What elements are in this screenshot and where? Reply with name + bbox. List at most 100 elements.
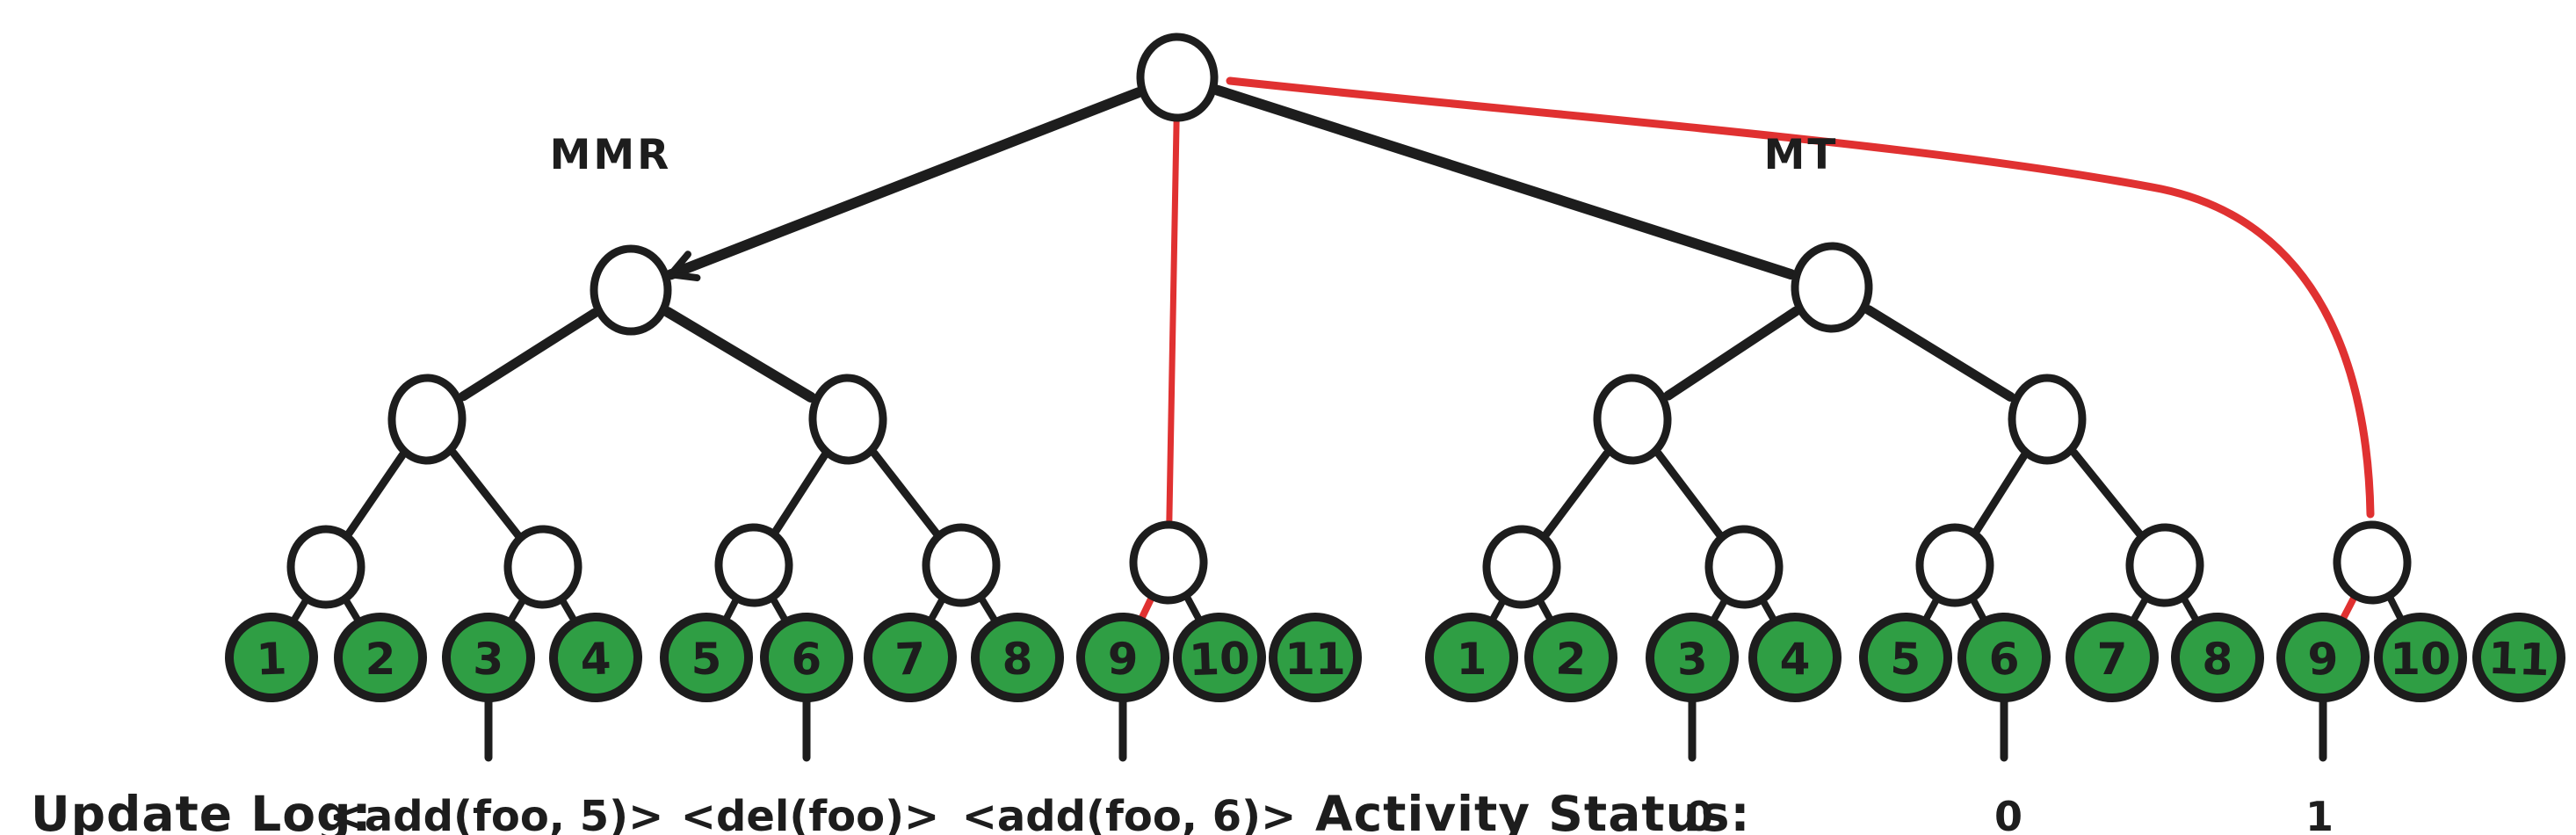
mmr-leaf-10: 10	[1173, 612, 1266, 703]
leaf-circle	[1524, 612, 1617, 703]
internal-circle	[808, 374, 887, 465]
leaf-circle	[1748, 613, 1842, 702]
leaf-circle	[760, 612, 853, 703]
edge-root-t1	[1212, 84, 1797, 280]
mt-node-b56	[1915, 523, 1994, 607]
shared-node-root	[1136, 33, 1219, 122]
leaf-circle	[1173, 612, 1266, 703]
leaf-number: 2	[365, 634, 396, 685]
edge-b12-t-2	[1537, 598, 1554, 623]
leaf-number: 4	[1780, 634, 1811, 685]
internal-circle	[590, 244, 672, 336]
edge-m2r-a78	[870, 449, 941, 538]
update-log-entry: <add(foo, 6)>	[962, 792, 1297, 835]
leaf-number: 10	[2390, 634, 2451, 685]
mmr-leaf-5: 5	[660, 613, 753, 702]
internal-circle	[1791, 242, 1873, 333]
mmr-leaf-4: 4	[549, 612, 642, 703]
edge-a34-m-3	[507, 597, 526, 624]
edge-m2l-a12	[344, 450, 407, 539]
leaf-number: 11	[2487, 633, 2551, 686]
mmr-leaf-3: 3	[442, 612, 535, 703]
mmr-node-m2r	[808, 374, 887, 465]
internal-circle	[714, 523, 793, 607]
internal-circle	[1482, 525, 1561, 609]
mmr-leaf-6: 6	[760, 612, 853, 703]
arrowhead-m1	[667, 250, 691, 279]
mmr-leaf-1: 1	[225, 612, 318, 703]
edge-b78-t-7	[2130, 596, 2149, 623]
leaf-number: 1	[1457, 634, 1487, 685]
leaf-circle	[660, 613, 753, 702]
mt-tree-label: MT	[1764, 131, 1839, 179]
edge-t2r-b78	[2070, 448, 2145, 539]
leaf-circle	[1425, 613, 1518, 702]
mmr-node-a12	[286, 525, 365, 609]
edge-a56-m-5	[722, 597, 740, 622]
leaf-circle	[864, 612, 957, 703]
mt-node-t2l	[1593, 374, 1672, 465]
leaf-number: 9	[1107, 633, 1140, 685]
leaf-number: 9	[2307, 633, 2340, 685]
edge-root-a910	[1166, 116, 1180, 526]
leaf-circle	[334, 613, 427, 702]
edge-m2l-a34	[449, 449, 523, 541]
update-log-entry: <del(foo)>	[681, 792, 940, 835]
edge-m2r-a56	[771, 451, 829, 536]
mt-node-b34	[1704, 525, 1784, 609]
edge-a78-m-8	[978, 595, 998, 624]
leaf-number: 6	[1988, 633, 2021, 685]
mmr-leaf-7: 7	[864, 612, 957, 703]
edge-a12-m-1	[290, 597, 309, 624]
leaf-number: 6	[791, 633, 823, 685]
mmr-node-a56	[714, 523, 793, 607]
text-layer: MMR MT Update Log: Activity Status: <add…	[31, 131, 2334, 835]
leaf-number: 5	[1890, 633, 1922, 685]
edge-b34-t-4	[1760, 598, 1777, 623]
mmr-leaf-8: 8	[971, 613, 1064, 702]
activity-status-value: 0	[1994, 793, 2022, 835]
mt-leaf-11: 11	[2472, 612, 2565, 703]
leaf-number: 8	[1002, 634, 1033, 685]
leaf-circle	[442, 612, 535, 703]
leaf-circle	[549, 612, 642, 703]
internal-circle	[1704, 525, 1784, 609]
edge-root-m1	[665, 87, 1144, 280]
leaf-number: 10	[1188, 633, 1251, 686]
internal-circle	[2333, 520, 2412, 605]
edge-b910-t-10	[2386, 594, 2405, 622]
mt-leaf-4: 4	[1748, 613, 1842, 702]
edge-a34-m-4	[559, 597, 577, 623]
edge-t1-t2r	[1863, 305, 2015, 402]
edge-t2l-b34	[1654, 449, 1725, 540]
edge-m1-m2r	[662, 307, 816, 403]
edge-root-b910	[1226, 76, 2375, 519]
edge-b34-t-3	[1710, 598, 1728, 623]
mt-node-t1	[1791, 242, 1873, 333]
internal-circle	[503, 525, 582, 609]
leaf-circle	[2472, 612, 2565, 703]
internal-circle	[922, 523, 1001, 607]
mmr-leaf-9: 9	[1076, 612, 1169, 703]
mt-node-b910	[2333, 520, 2412, 605]
leaf-circle	[971, 613, 1064, 702]
activity-status-value: 1	[2305, 793, 2334, 835]
leaf-number: 2	[1555, 633, 1588, 685]
leaf-number: 3	[1676, 633, 1709, 685]
internal-circle	[1129, 520, 1208, 605]
mt-leaf-1: 1	[1425, 613, 1518, 702]
leaf-number: 1	[256, 633, 288, 685]
mt-leaf-8: 8	[2171, 612, 2264, 703]
internal-circle	[1136, 33, 1219, 122]
internal-circle	[387, 374, 467, 465]
edge-t1-t2l	[1663, 306, 1801, 401]
mmr-node-a78	[922, 523, 1001, 607]
mmr-node-a910	[1129, 520, 1208, 605]
mt-node-t2r	[2008, 374, 2087, 465]
leaf-circle	[2374, 613, 2467, 702]
leaf-number: 8	[2202, 633, 2234, 685]
mmr-leaf-11: 11	[1269, 613, 1362, 702]
arrowhead-m1	[667, 271, 701, 282]
